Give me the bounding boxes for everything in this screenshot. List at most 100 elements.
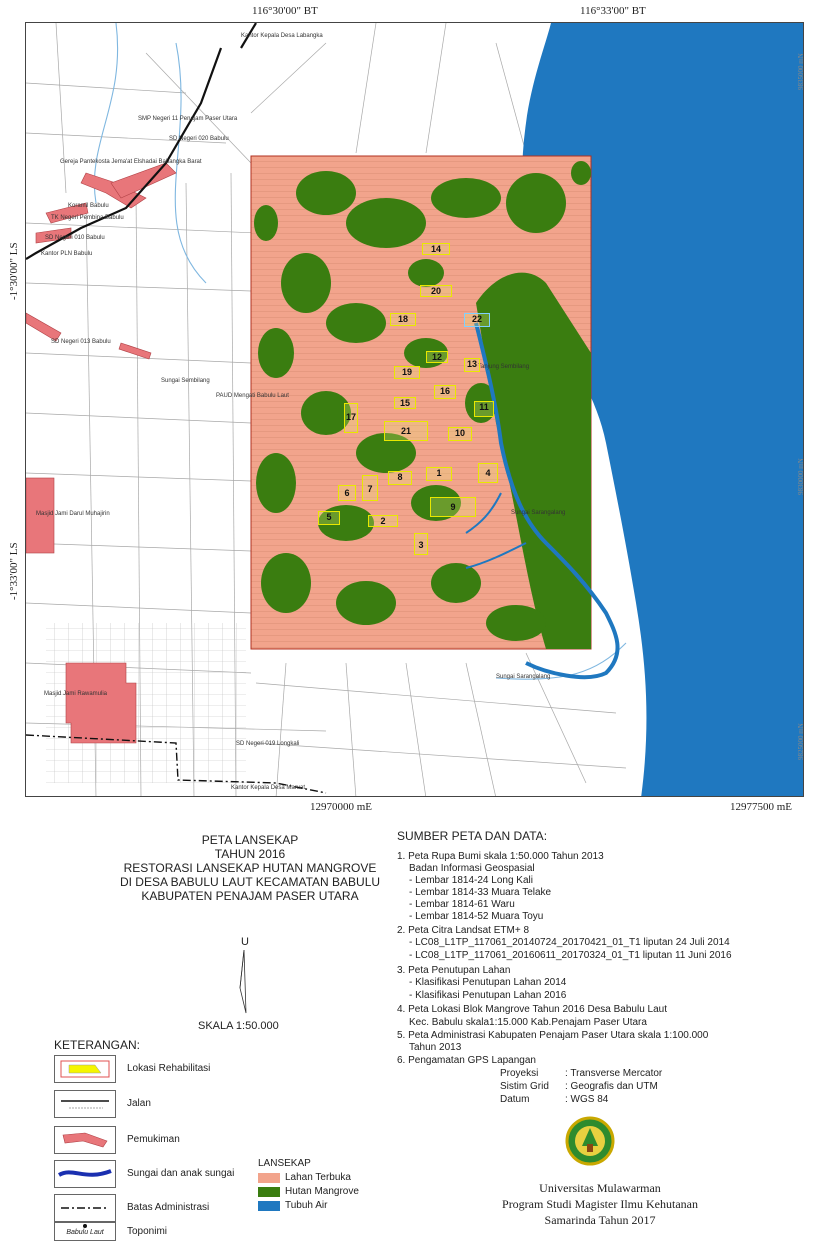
map-title: PETA LANSEKAP TAHUN 2016 RESTORASI LANSE…: [100, 833, 400, 903]
place-label: SD Negeri 020 Babulu: [169, 136, 229, 142]
coord-top-2: 116°33'00" BT: [580, 5, 646, 17]
source-line: - LC08_L1TP_117061_20140724_20170421_01_…: [409, 937, 730, 948]
source-line: Badan Informasi Geospasial: [409, 863, 535, 874]
block-4[interactable]: 4: [478, 463, 498, 483]
block-11[interactable]: 11: [474, 401, 494, 417]
block-5[interactable]: 5: [318, 511, 340, 525]
source-line: Kec. Babulu skala1:15.000 Kab.Penajam Pa…: [409, 1017, 647, 1028]
source-line: 5. Peta Administrasi Kabupaten Penajam P…: [397, 1030, 709, 1041]
block-16[interactable]: 16: [434, 385, 456, 399]
datum-key: Datum: [500, 1094, 530, 1105]
place-label: Koramil Babulu: [68, 203, 109, 209]
block-13[interactable]: 13: [464, 358, 480, 372]
place-label: Masjid Jami Darul Muhajirin: [36, 511, 110, 517]
block-19[interactable]: 19: [394, 366, 420, 379]
landcover-label: Tubuh Air: [285, 1200, 328, 1211]
block-2[interactable]: 2: [368, 515, 398, 527]
landcover-swatch-mangrove: [258, 1187, 280, 1197]
source-line: - Lembar 1814-24 Long Kali: [409, 875, 533, 886]
legend-swatch-rehab: [54, 1055, 116, 1083]
coord-left-2: -1°33'00" LS: [8, 542, 20, 600]
legend-label: Pemukiman: [127, 1134, 180, 1145]
title-line: PETA LANSEKAP: [201, 833, 299, 847]
place-label: Kantor Kepala Desa Maruat: [231, 785, 306, 791]
block-22[interactable]: 22: [464, 313, 490, 327]
landcover-swatch-open: [258, 1173, 280, 1183]
source-line: Tahun 2013: [409, 1042, 462, 1053]
block-18[interactable]: 18: [390, 313, 416, 326]
main-road: [26, 47, 223, 260]
legend-title: KETERANGAN:: [54, 1038, 141, 1052]
title-line: DI DESA BABULU LAUT KECAMATAN BABULU: [119, 875, 381, 889]
title-line: TAHUN 2016: [214, 847, 286, 861]
legend-swatch-road: [54, 1090, 116, 1118]
projection-key: Proyeksi: [500, 1068, 539, 1079]
map-frame[interactable]: Kantor Kepala Desa Labangka SMP Negeri 1…: [25, 22, 804, 797]
river-sembilang: [474, 322, 620, 680]
block-8[interactable]: 8: [388, 471, 412, 485]
north-arrow: U: [230, 936, 260, 1021]
source-line: 1. Peta Rupa Bumi skala 1:50.000 Tahun 2…: [397, 851, 604, 862]
block-15[interactable]: 15: [394, 397, 416, 409]
landcover-label: Lahan Terbuka: [285, 1172, 351, 1183]
legend-label: Lokasi Rehabilitasi: [127, 1063, 211, 1074]
place-label: Sungai Sarangalang: [511, 510, 566, 516]
institution-name: Universitas Mulawarman: [539, 1181, 661, 1195]
coord-bottom-2: 12977500 mE: [730, 801, 793, 813]
place-label: Sungai Sembilang: [161, 378, 210, 384]
place-label: Kantor PLN Babulu: [41, 251, 93, 257]
title-line: KABUPATEN PENAJAM PASER UTARA: [141, 889, 359, 903]
legend-label: Jalan: [127, 1098, 151, 1109]
university-logo-icon: [565, 1116, 615, 1166]
legend-swatch-river: [54, 1160, 116, 1188]
source-line: - Lembar 1814-61 Waru: [409, 899, 515, 910]
block-10[interactable]: 10: [448, 427, 472, 441]
sources-title: SUMBER PETA DAN DATA:: [397, 829, 548, 843]
legend-label: Batas Administrasi: [127, 1202, 210, 1213]
block-9[interactable]: 9: [430, 497, 476, 517]
datum-value: : WGS 84: [565, 1094, 609, 1105]
place-label: SD Negeri 019 Longkali: [236, 741, 300, 747]
place-label: Tanjung Sembilang: [478, 364, 530, 370]
source-line: - Klasifikasi Penutupan Lahan 2016: [409, 990, 567, 1001]
institution-program: Program Studi Magister Ilmu Kehutanan: [502, 1197, 698, 1211]
scale-label: SKALA 1:50.000: [198, 1020, 279, 1032]
place-label: SD Negeri 010 Babulu: [45, 235, 105, 241]
legend-swatch-boundary: [54, 1194, 116, 1222]
source-line: - Lembar 1814-33 Muara Telake: [409, 887, 552, 898]
mangrove-patches: [254, 161, 591, 649]
place-label: SD Negeri 013 Babulu: [51, 339, 111, 345]
north-arrow-icon: [239, 949, 247, 1014]
place-label: TK Negeri Pembina Babulu: [51, 215, 124, 221]
source-line: 2. Peta Citra Landsat ETM+ 8: [397, 925, 530, 936]
coord-top-1: 116°30'00" BT: [252, 5, 318, 17]
source-line: 6. Pengamatan GPS Lapangan: [397, 1055, 536, 1066]
settlements: [26, 162, 177, 744]
landcover-label: Hutan Mangrove: [285, 1186, 359, 1197]
source-line: - Lembar 1814-52 Muara Toyu: [409, 911, 544, 922]
coord-bottom-1: 12970000 mE: [310, 801, 373, 813]
institution-place-year: Samarinda Tahun 2017: [544, 1213, 656, 1227]
toponym-sample: Babulu Laut: [66, 1229, 104, 1236]
legend-label: Sungai dan anak sungai: [127, 1168, 235, 1179]
block-17[interactable]: 17: [344, 403, 358, 433]
block-7[interactable]: 7: [362, 475, 378, 501]
block-1[interactable]: 1: [426, 467, 452, 481]
legend-swatch-toponym: Babulu Laut: [54, 1222, 116, 1241]
block-6[interactable]: 6: [338, 485, 356, 501]
block-20[interactable]: 20: [420, 285, 452, 297]
north-label: U: [241, 936, 249, 948]
place-label: SMP Negeri 11 Penajam Paser Utara: [138, 116, 238, 122]
block-21[interactable]: 21: [384, 421, 428, 441]
landcover-swatch-water: [258, 1201, 280, 1211]
projection-value: : Transverse Mercator: [565, 1068, 663, 1079]
grid-value: : Geografis dan UTM: [565, 1081, 658, 1092]
block-14[interactable]: 14: [422, 243, 450, 255]
grid-key: Sistim Grid: [500, 1081, 549, 1092]
source-line: - LC08_L1TP_117061_20160611_20170324_01_…: [409, 950, 732, 961]
source-line: - Klasifikasi Penutupan Lahan 2014: [409, 977, 567, 988]
block-3[interactable]: 3: [414, 533, 428, 555]
place-label: PAUD Mengati Babulu Laut: [216, 393, 289, 399]
block-12[interactable]: 12: [426, 351, 448, 363]
place-label: Gereja Pantekosta Jema'at Elshadai Baban…: [60, 159, 202, 165]
